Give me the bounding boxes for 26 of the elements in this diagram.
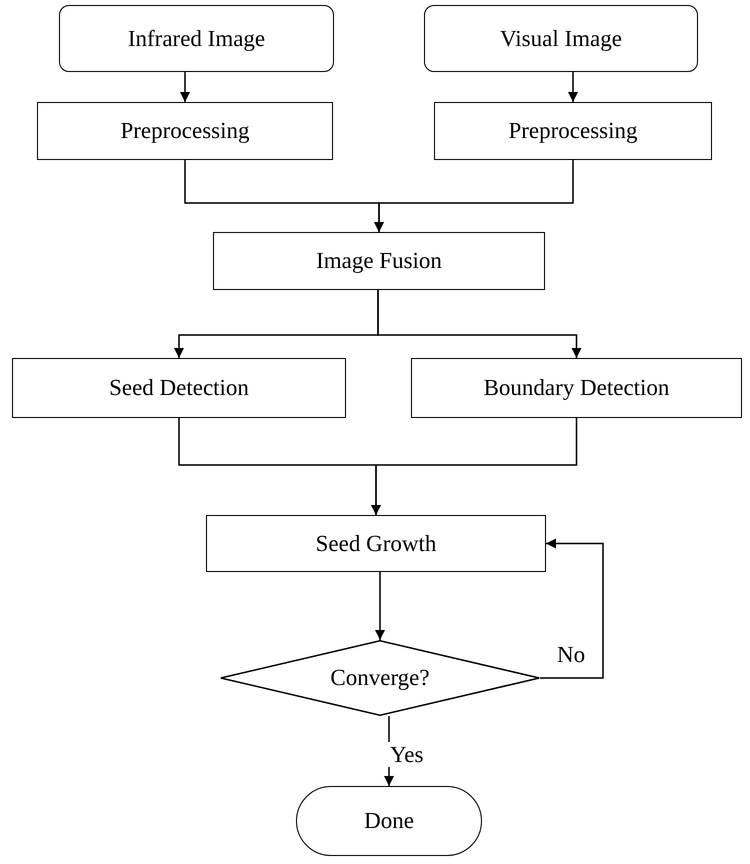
node-label: Converge? bbox=[330, 665, 430, 691]
node-label: Seed Detection bbox=[109, 375, 249, 401]
arrow bbox=[374, 160, 574, 232]
edge-label: Yes bbox=[388, 742, 426, 768]
arrow bbox=[377, 290, 582, 358]
arrow bbox=[180, 72, 190, 102]
arrow bbox=[568, 72, 578, 102]
input-box bbox=[424, 5, 698, 72]
node-label: Preprocessing bbox=[120, 118, 250, 144]
node-label: Visual Image bbox=[500, 26, 622, 52]
node-label: Seed Growth bbox=[316, 530, 436, 556]
node-label: Preprocessing bbox=[508, 118, 638, 144]
node-label: Image Fusion bbox=[316, 248, 442, 274]
node-label: Boundary Detection bbox=[484, 375, 670, 401]
process-box bbox=[434, 102, 712, 160]
input-box bbox=[59, 5, 334, 72]
process-box bbox=[213, 232, 545, 290]
node-label: Done bbox=[364, 808, 414, 834]
node-label: Infrared Image bbox=[128, 26, 266, 52]
process-box bbox=[411, 358, 742, 418]
arrow bbox=[371, 418, 578, 515]
process-box bbox=[37, 102, 333, 160]
process-box bbox=[12, 358, 346, 418]
process-box bbox=[206, 515, 546, 572]
arrow bbox=[375, 572, 385, 640]
arrow bbox=[540, 538, 604, 679]
